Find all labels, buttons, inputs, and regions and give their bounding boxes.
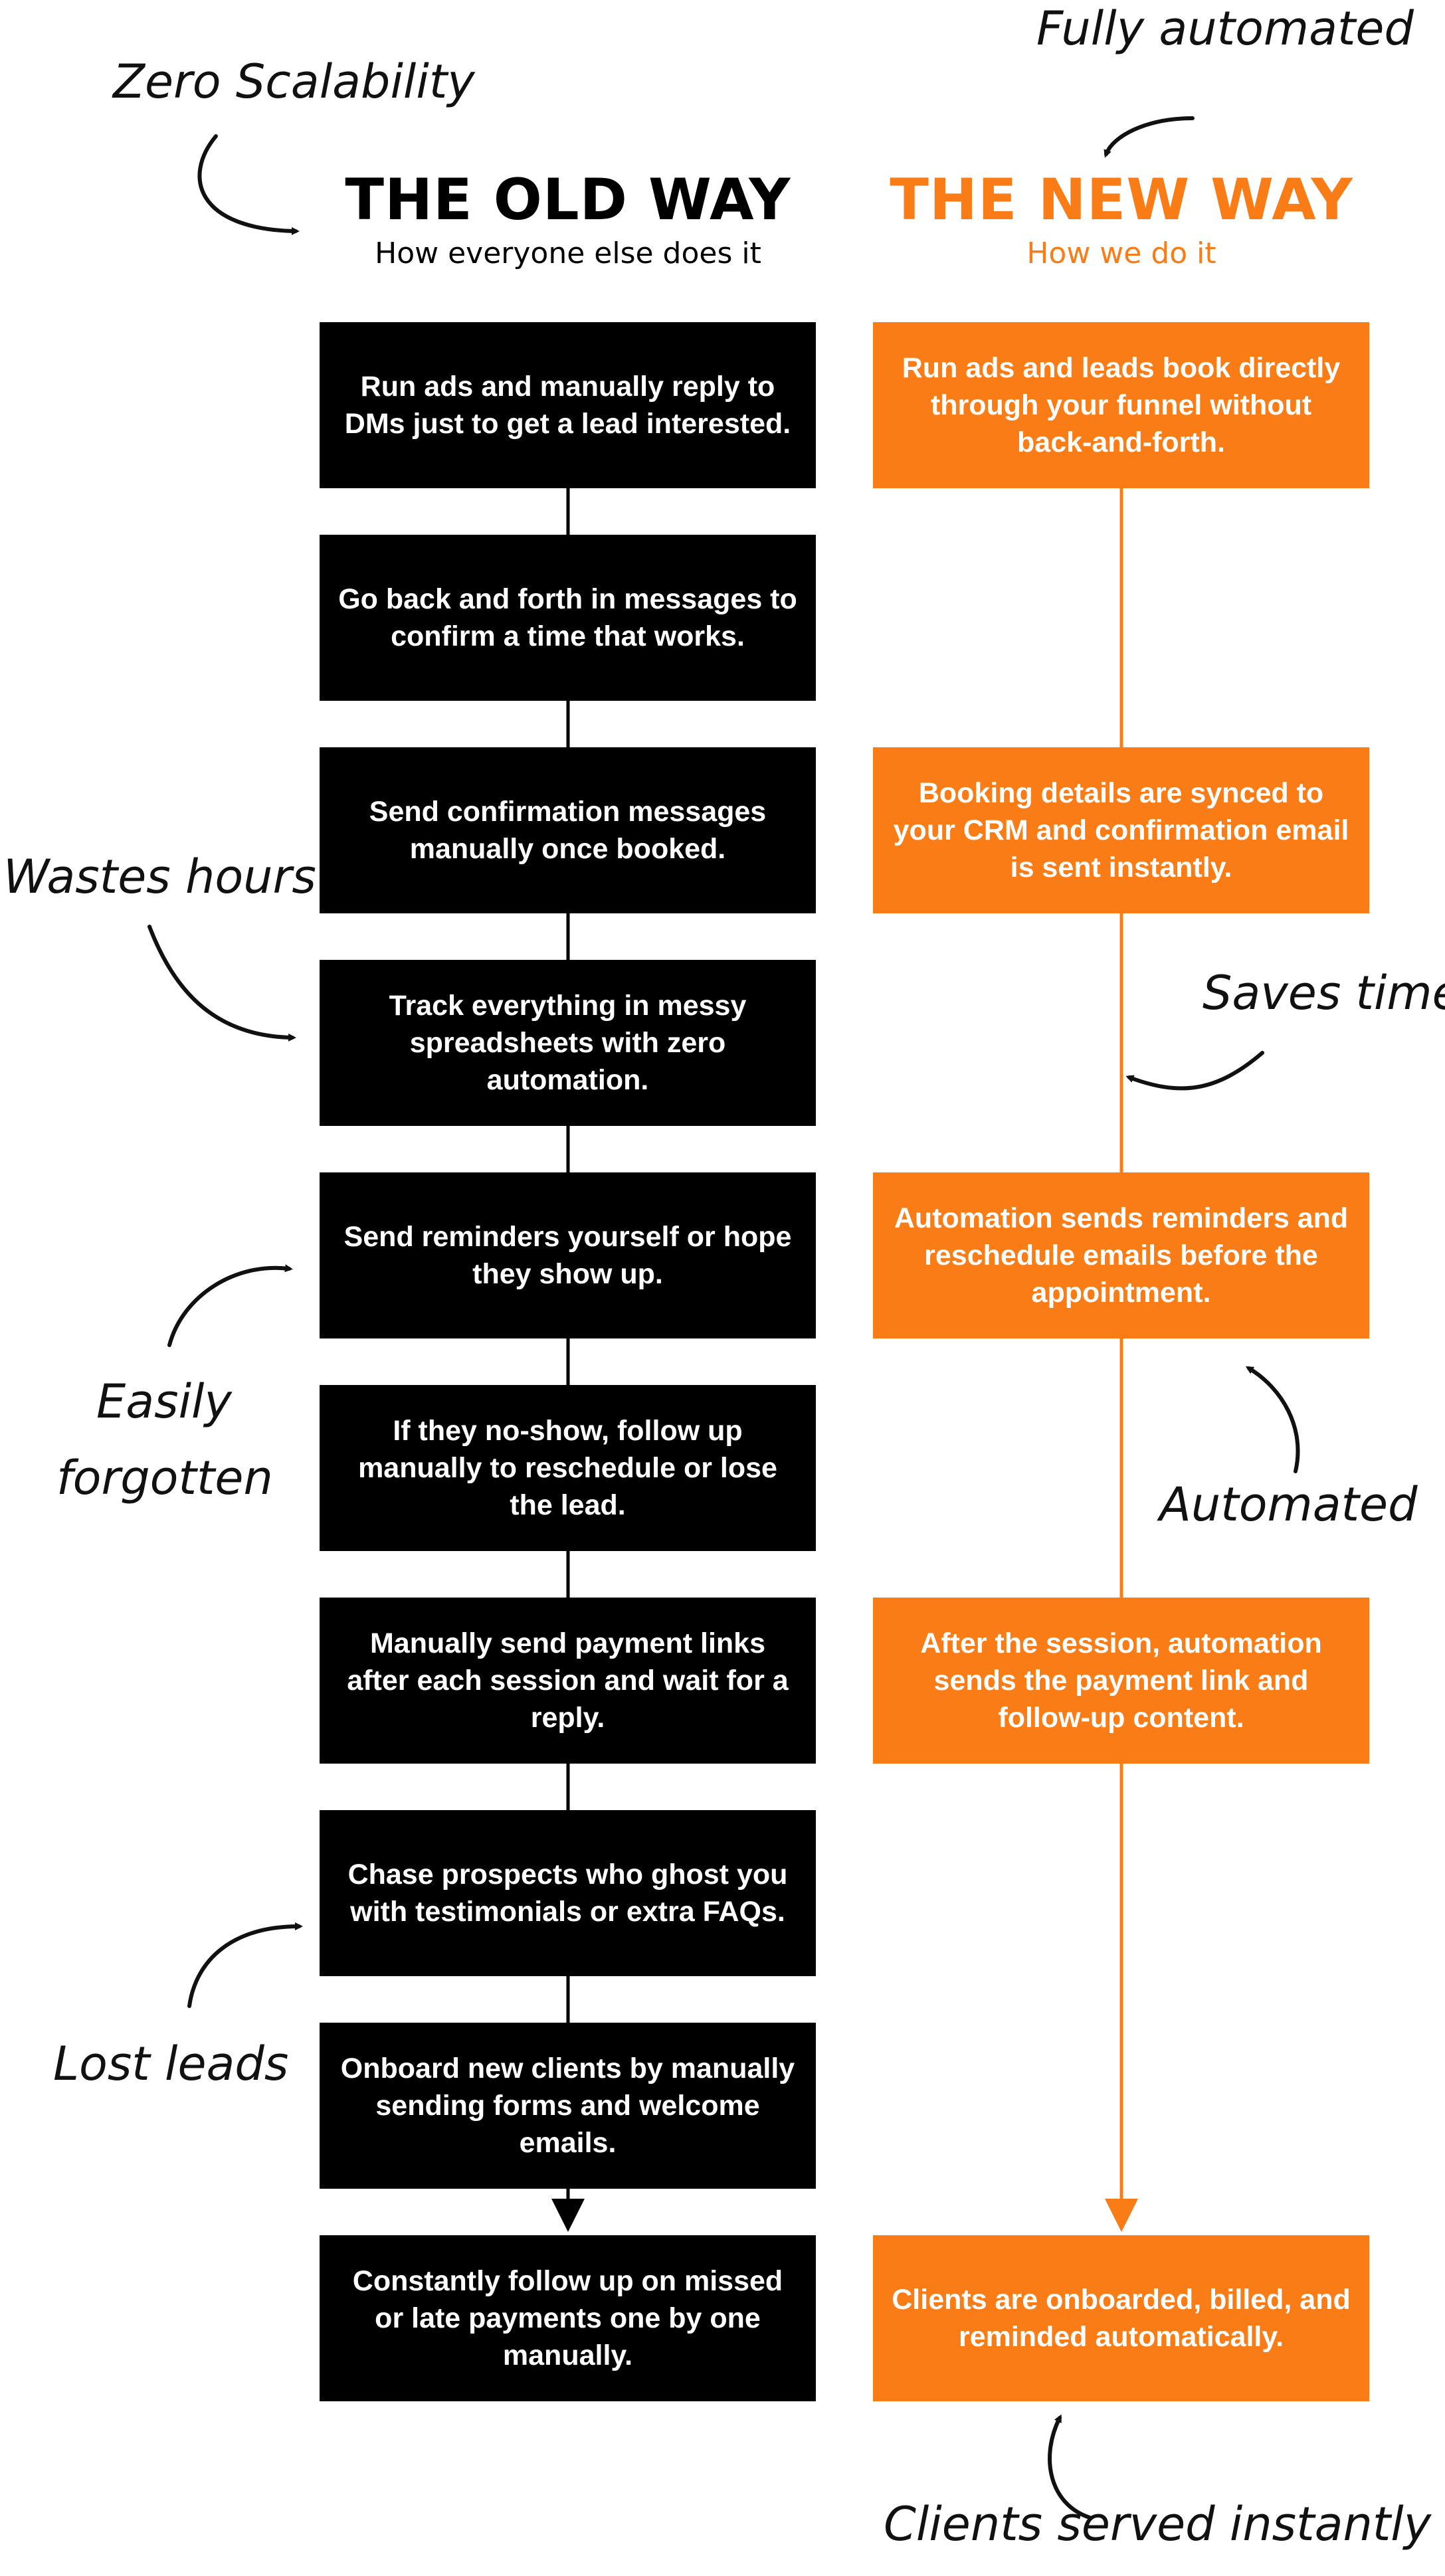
old-way-step-text: Manually send payment links after each s… — [347, 1627, 789, 1734]
old-way-step-text: Run ads and manually reply to DMs just t… — [344, 371, 791, 440]
saves-time-note: Saves time — [1203, 966, 1445, 1020]
clients-served-instantly-note: Clients served instantly — [884, 2497, 1432, 2551]
fully-automated-note: Fully automated — [1036, 1, 1414, 56]
old-way-step-text: Track everything in messy spreadsheets w… — [389, 990, 747, 1096]
new-way-step-text: Clients are onboarded, billed, and remin… — [892, 2284, 1351, 2353]
wastes-hours-arrow — [147, 925, 296, 1042]
new-way-step: Run ads and leads book directly through … — [873, 322, 1369, 488]
old-way-step: Chase prospects who ghost you with testi… — [320, 1810, 816, 1976]
old-way-step: Send reminders yourself or hope they sho… — [320, 1172, 816, 1338]
new-way-step-text: Run ads and leads book directly through … — [902, 352, 1341, 458]
old-way-step: Track everything in messy spreadsheets w… — [320, 960, 816, 1126]
old-way-step: Run ads and manually reply to DMs just t… — [320, 322, 816, 488]
new-way-step-text: After the session, automation sends the … — [920, 1627, 1322, 1734]
old-way-step: Manually send payment links after each s… — [320, 1598, 816, 1764]
fully-automated-arrow — [1104, 116, 1195, 158]
old-way-title: THE OLD WAY — [345, 167, 791, 233]
easily-forgotten-note-line2: forgotten — [56, 1451, 273, 1505]
lost-leads-note: Lost leads — [53, 2037, 289, 2091]
clients-served-arrow — [1048, 2414, 1092, 2520]
old-way-subtitle: How everyone else does it — [375, 236, 761, 270]
new-way-step-text: Booking details are synced to your CRM a… — [893, 777, 1349, 883]
old-way-step: Onboard new clients by manually sending … — [320, 2023, 816, 2189]
old-way-step: If they no-show, follow up manually to r… — [320, 1385, 816, 1551]
old-way-step-text: Chase prospects who ghost you with testi… — [347, 1859, 788, 1928]
new-way-step: Booking details are synced to your CRM a… — [873, 747, 1369, 913]
zero-scalability-arrow — [197, 134, 300, 235]
old-way-step-text: Onboard new clients by manually sending … — [340, 2053, 795, 2159]
old-way-step-text: Constantly follow up on missed or late p… — [352, 2265, 783, 2371]
saves-time-arrow — [1125, 1051, 1264, 1091]
easily-forgotten-note-line1: Easily — [96, 1374, 232, 1429]
old-way-step: Send confirmation messages manually once… — [320, 747, 816, 913]
lost-leads-arrow — [187, 1922, 303, 2008]
new-way-step-text: Automation sends reminders and reschedul… — [894, 1202, 1349, 1309]
new-way-subtitle: How we do it — [1026, 236, 1216, 270]
zero-scalability-note: Zero Scalability — [113, 54, 475, 109]
old-way-step-text: If they no-show, follow up manually to r… — [358, 1415, 777, 1521]
automated-arrow — [1245, 1366, 1300, 1473]
old-way-step: Go back and forth in messages to confirm… — [320, 535, 816, 701]
new-way-step: Automation sends reminders and reschedul… — [873, 1172, 1369, 1338]
new-way-step: After the session, automation sends the … — [873, 1598, 1369, 1764]
old-way-step-text: Send confirmation messages manually once… — [369, 796, 767, 865]
old-way-step-text: Send reminders yourself or hope they sho… — [343, 1221, 792, 1290]
new-way-step: Clients are onboarded, billed, and remin… — [873, 2235, 1369, 2401]
automated-note: Automated — [1159, 1477, 1418, 1532]
new-way-title: THE NEW WAY — [890, 167, 1353, 233]
old-way-step-text: Go back and forth in messages to confirm… — [338, 583, 797, 652]
easily-forgotten-arrow — [167, 1264, 293, 1347]
old-way-step: Constantly follow up on missed or late p… — [320, 2235, 816, 2401]
wastes-hours-note: Wastes hours — [3, 850, 316, 904]
